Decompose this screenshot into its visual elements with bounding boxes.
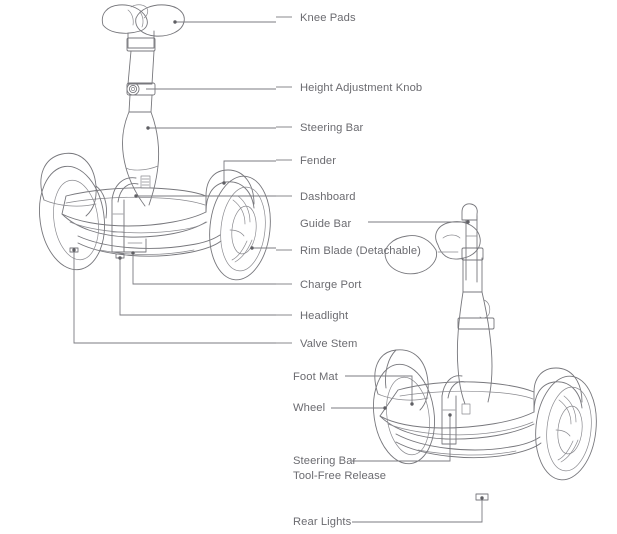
label-headlight: Headlight	[300, 310, 349, 322]
knee-pads-dot	[173, 20, 177, 24]
label-rear-lights: Rear Lights	[293, 516, 352, 528]
steering-bar-dot	[146, 126, 150, 130]
label-valve-stem: Valve Stem	[300, 338, 358, 350]
valve-stem-leader	[73, 250, 276, 344]
right-stem	[456, 247, 495, 405]
foot-mat-dot	[410, 402, 414, 406]
right-scooter-illustration	[373, 203, 597, 501]
leader-lines	[73, 21, 483, 523]
left-knee-pads	[101, 4, 185, 37]
fender-dot	[222, 181, 226, 185]
label-knee-pads: Knee Pads	[300, 12, 356, 24]
fender-leader	[223, 160, 276, 183]
right-body-platform	[379, 381, 542, 501]
right-far-wheel	[533, 367, 597, 481]
label-dashboard: Dashboard	[300, 191, 356, 203]
left-near-wheel	[205, 169, 271, 281]
label-foot-mat: Foot Mat	[293, 371, 338, 383]
foot-mat-leader	[345, 375, 413, 404]
label-rim-blade: Rim Blade (Detachable)	[300, 245, 421, 257]
left-body-platform	[61, 187, 222, 257]
label-steering-bar-tool-free-release: Steering Bar Tool-Free Release	[293, 455, 387, 482]
label-dashes	[276, 16, 292, 344]
headlight-dot	[118, 256, 122, 260]
steering-release-leader	[352, 415, 451, 462]
left-front-strut	[111, 175, 151, 259]
left-scooter-illustration	[39, 4, 271, 281]
rim-blade-dot	[250, 246, 254, 250]
dashboard-dot	[134, 194, 138, 198]
leader-dots	[72, 20, 484, 500]
label-fender: Fender	[300, 155, 337, 167]
right-near-wheel	[373, 349, 435, 465]
charge-port-dot	[131, 251, 135, 255]
release-dot	[448, 413, 452, 417]
right-knee-pads	[384, 221, 481, 275]
label-height-adjustment-knob: Height Adjustment Knob	[300, 82, 423, 94]
rear-lights-leader	[352, 498, 483, 523]
left-upper-stem	[126, 30, 156, 85]
valve-stem-dot	[72, 248, 76, 252]
label-wheel: Wheel	[293, 402, 326, 414]
rear-lights-dot	[480, 496, 484, 500]
right-release-strut	[441, 375, 471, 445]
guide-bar-dot	[466, 220, 470, 224]
label-guide-bar: Guide Bar	[300, 218, 352, 230]
left-far-wheel	[39, 152, 107, 271]
label-charge-port: Charge Port	[300, 279, 362, 291]
headlight-leader	[119, 258, 276, 316]
right-guide-bar	[461, 203, 478, 283]
charge-port-leader	[132, 253, 276, 285]
wheel-dot	[383, 406, 387, 410]
left-lower-stem	[122, 94, 160, 207]
label-steering-bar: Steering Bar	[300, 122, 364, 134]
